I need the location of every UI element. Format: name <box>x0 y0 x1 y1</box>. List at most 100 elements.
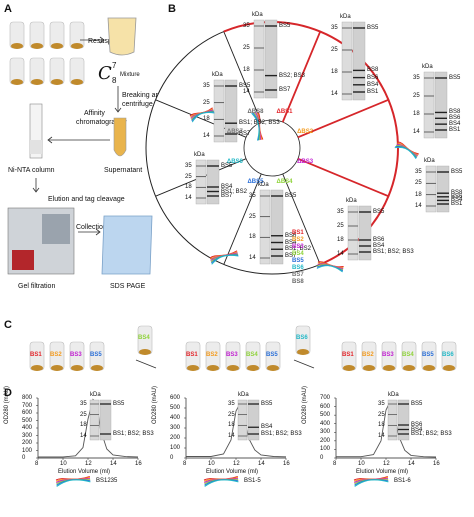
gel-marker-lane <box>347 205 359 261</box>
x-tick-label: 14 <box>110 461 117 467</box>
marker-label: 14 <box>413 129 420 135</box>
x-tick-label: 10 <box>208 461 215 467</box>
legend-item: BS4 <box>292 251 304 257</box>
band-label: BS2; BS3 <box>279 72 306 79</box>
delta-label: ΔBS2 <box>297 129 314 136</box>
tube-pellet <box>31 79 43 85</box>
y-tick-label: 100 <box>22 447 33 454</box>
y-tick-label: 700 <box>22 402 33 409</box>
marker-label: 18 <box>378 422 385 429</box>
marker-label: 18 <box>249 234 256 241</box>
band-label: BS7 <box>239 131 251 137</box>
marker-label: 18 <box>203 116 210 123</box>
delta-label: ΔBS7 <box>226 129 243 136</box>
protein-structure <box>55 475 91 487</box>
protein-structure <box>394 141 419 160</box>
kda-label: kDa <box>346 198 357 204</box>
kda-label: kDa <box>212 72 223 78</box>
tube-pellet <box>343 365 355 371</box>
y-axis-label: OD280 (mAU) <box>302 385 308 424</box>
tube-label: BS4 <box>246 352 258 358</box>
marker-label: 25 <box>249 213 256 220</box>
affinity-label-1: Affinity <box>84 110 105 117</box>
protein-structure <box>353 475 389 487</box>
tube-pellet <box>91 365 103 371</box>
y-tick-label: 400 <box>22 425 33 431</box>
gel-marker-lane <box>387 399 398 441</box>
arrow-head <box>114 107 122 113</box>
delta-label: ΔBS6 <box>226 158 243 165</box>
gel-marker-lane <box>213 79 225 143</box>
panel-label-b: B <box>168 3 176 15</box>
gel-marker-lane <box>423 71 435 139</box>
tube-pellet <box>11 79 23 85</box>
band-label: BS4 <box>285 239 297 246</box>
gel-sample-lane <box>436 165 450 213</box>
mixture-symbol: C <box>98 63 112 84</box>
marker-label: 14 <box>185 195 192 201</box>
protein-strand <box>204 479 239 487</box>
marker-label: 25 <box>80 411 87 418</box>
legend-item: BS7 <box>292 272 304 278</box>
band-label: BS4 <box>221 184 233 190</box>
band-label: BS5 <box>279 23 291 29</box>
kda-label: kDa <box>238 392 249 398</box>
y-tick-label: 0 <box>320 455 324 461</box>
arrow-head <box>99 36 105 44</box>
marker-label: 25 <box>415 180 422 187</box>
protein-strand <box>354 479 389 487</box>
band-label: BS5 <box>411 401 423 407</box>
protein-strand <box>211 254 239 265</box>
legend-item: BS2 <box>292 237 304 243</box>
tube-pellet <box>31 43 43 49</box>
kda-label: kDa <box>340 14 351 20</box>
y-tick-label: 200 <box>170 435 181 441</box>
band-label: BS5 <box>367 25 379 31</box>
x-tick-label: 16 <box>283 461 290 467</box>
tube-label: BS2 <box>50 352 62 358</box>
legend-item: BS6 <box>292 265 304 271</box>
panel-label-d: D <box>4 387 12 399</box>
y-tick-label: 300 <box>22 432 33 439</box>
x-tick-label: 16 <box>135 461 142 467</box>
band-label: BS5 <box>373 209 385 215</box>
band-label: BS6 <box>367 74 379 81</box>
gel-filtration-label: Gel filtration <box>18 283 56 290</box>
band-label: BS4 <box>367 81 379 88</box>
gel-sample-lane <box>434 71 448 139</box>
tube-pellet <box>227 365 239 371</box>
arrow-head <box>47 136 53 144</box>
tube-pellet <box>297 349 309 355</box>
panel-label-a: A <box>4 3 12 15</box>
tube-label: BS2 <box>206 352 218 358</box>
marker-label: 14 <box>80 433 87 439</box>
gel-sample-lane <box>397 399 410 441</box>
gel-marker-lane <box>253 19 265 99</box>
x-tick-label: 12 <box>383 461 390 467</box>
kda-label: kDa <box>422 64 433 70</box>
marker-label: 18 <box>415 191 422 198</box>
kda-label: kDa <box>90 392 101 398</box>
band-label: BS4 <box>411 426 423 433</box>
x-tick-label: 8 <box>183 461 187 467</box>
band-label: BS8 <box>449 109 461 116</box>
y-tick-label: 100 <box>320 446 331 453</box>
marker-label: 14 <box>378 433 385 439</box>
gel-marker-lane <box>259 189 271 265</box>
marker-label: 35 <box>228 401 235 407</box>
protein-strand <box>397 141 419 155</box>
y-tick-label: 300 <box>170 425 181 431</box>
gel-sample-lane <box>270 189 284 265</box>
kda-label: kDa <box>252 12 263 18</box>
legend-item: BS1 <box>292 230 304 236</box>
complex-name: BS1-6 <box>394 478 411 484</box>
band-label: BS4 <box>261 424 273 431</box>
tube-pellet <box>403 365 415 371</box>
gel-sample-lane <box>352 21 366 101</box>
y-axis-label: OD280 (mAU) <box>152 385 158 424</box>
band-label: BS1; BS2; BS3 <box>261 431 302 437</box>
x-tick-label: 10 <box>358 461 365 467</box>
tube-pellet <box>363 365 375 371</box>
marker-label: 35 <box>413 75 420 81</box>
band-label: BS1; BS2 <box>221 188 248 195</box>
